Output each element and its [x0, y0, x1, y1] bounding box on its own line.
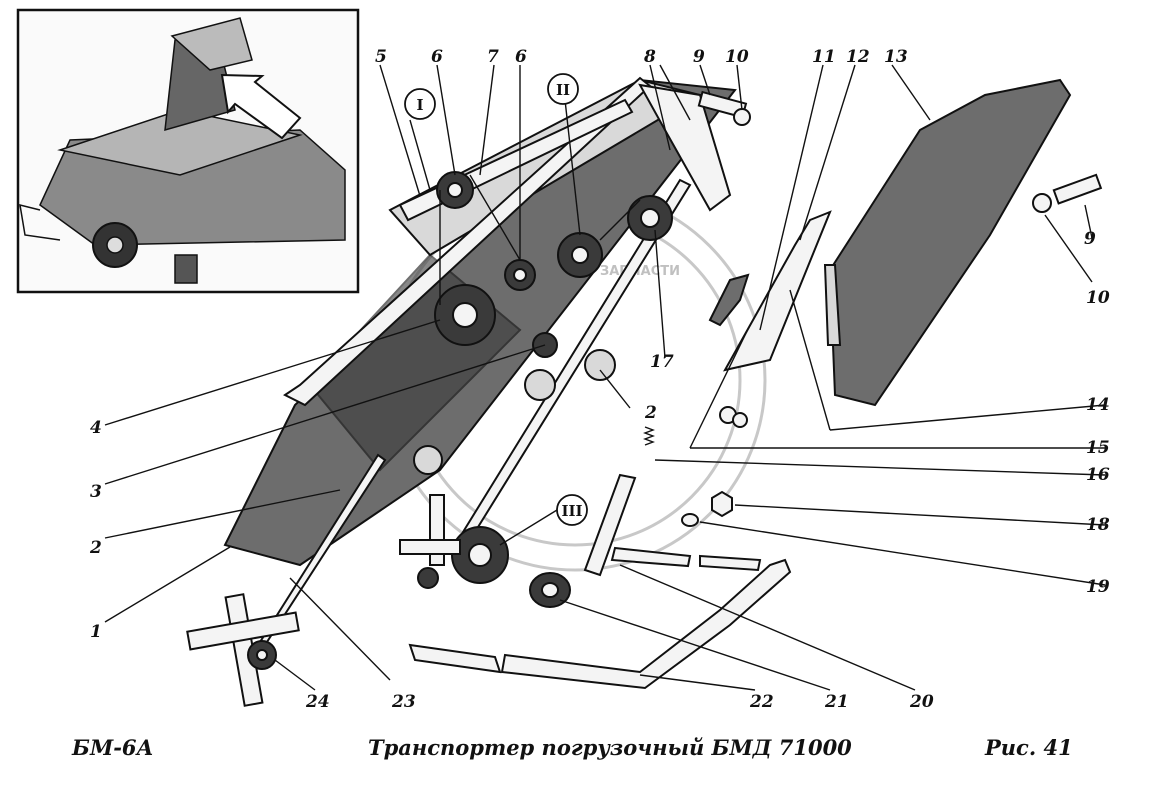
- callout-22: 22: [749, 692, 774, 712]
- detail-view-label-I: I: [416, 96, 423, 114]
- callout-21: 21: [824, 692, 849, 712]
- bearing-icon: [584, 349, 616, 381]
- callout-5: 5: [375, 47, 387, 67]
- callout-24: 24: [305, 692, 330, 712]
- sprocket-right-icon: [627, 195, 673, 241]
- overview-inset: [16, 8, 360, 294]
- sprocket-lower-icon: [451, 526, 509, 584]
- spring-icon: [643, 426, 655, 446]
- nut-assembly-icon: [719, 406, 748, 428]
- bolt-top-icon: [697, 90, 751, 126]
- callout-1: 1: [90, 622, 102, 642]
- callout-16: 16: [1086, 465, 1110, 485]
- footer-model-label: БМ-6А: [72, 735, 154, 760]
- sprocket-upper-left-icon: [434, 284, 496, 346]
- drive-hub-icon: [186, 593, 300, 707]
- callout-4: 4: [90, 418, 102, 438]
- callout-12: 12: [846, 47, 870, 67]
- detail-view-label-III: III: [561, 502, 582, 520]
- callout-23: 23: [391, 692, 416, 712]
- callout-13: 13: [884, 47, 908, 67]
- washer-icon: [681, 513, 699, 527]
- callout-2: 2: [89, 538, 102, 558]
- callout-6: 6: [515, 47, 527, 67]
- detail-view-II: II: [547, 73, 579, 105]
- pulley-icon: [529, 572, 571, 608]
- callout-17: 17: [650, 352, 674, 372]
- bearing-icon: [524, 369, 556, 401]
- footer-figure-number: Рис. 41: [985, 735, 1073, 760]
- callout-20: 20: [909, 692, 934, 712]
- detail-view-III: III: [556, 494, 588, 526]
- callout-7: 7: [487, 47, 499, 67]
- lower-bracket-icon: [399, 494, 461, 589]
- callout-15: 15: [1086, 438, 1110, 458]
- callout-6: 6: [431, 47, 443, 67]
- bolt-right-icon: [1032, 173, 1103, 213]
- callout-14: 14: [1086, 395, 1110, 415]
- callout-3: 3: [90, 482, 102, 502]
- callout-11: 11: [812, 47, 836, 67]
- watermark-text: ЗАПЧАСТИ: [600, 264, 680, 279]
- callout-9: 9: [1084, 229, 1096, 249]
- callout-8: 8: [643, 47, 656, 67]
- detail-view-label-II: II: [556, 81, 570, 99]
- footer-title: Транспортер погрузочный БМД 71000: [368, 735, 852, 760]
- bearing-icon: [413, 445, 443, 475]
- callout-9: 9: [693, 47, 705, 67]
- callout-19: 19: [1086, 577, 1110, 597]
- conveyor-assembly: [186, 76, 737, 707]
- pointer-arrow-icon: [220, 73, 302, 140]
- callout-labels: 1 2 2 3 4 5 6 6 7 8 9 9 10 10 11 12 13 1…: [89, 47, 1110, 712]
- callout-2: 2: [644, 403, 657, 423]
- sprocket-top-icon: [436, 171, 474, 209]
- sprocket-center-icon: [557, 232, 603, 278]
- nut-icon: [711, 490, 733, 518]
- callout-10: 10: [725, 47, 749, 67]
- leader-lines: [104, 64, 1106, 691]
- callout-18: 18: [1086, 515, 1110, 535]
- sprocket-mid-icon: [504, 259, 536, 291]
- callout-10: 10: [1086, 288, 1110, 308]
- side-shields: [708, 78, 1072, 407]
- detail-view-I: I: [404, 88, 436, 120]
